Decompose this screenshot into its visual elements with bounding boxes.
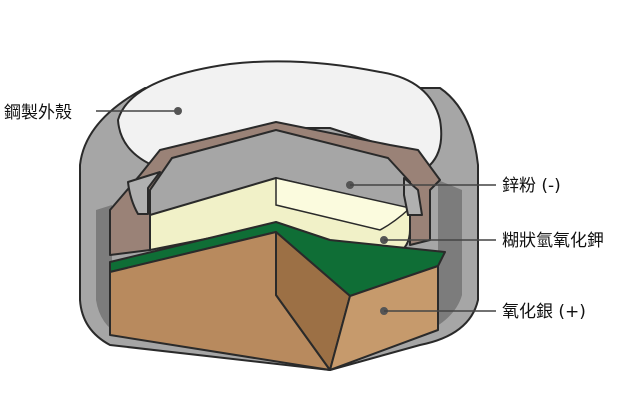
silver-oxide-label: 氧化銀 (+) [502,302,586,322]
gasket-right [403,177,423,216]
zinc-powder-label: 鋅粉 (-) [502,176,561,196]
steel-casing-label: 鋼製外殼 [4,103,72,123]
silver-oxide-front-face [329,265,439,371]
label-silver-oxide: 氧化銀 (+) [380,302,586,322]
label-paste-koh: 糊狀氫氧化鉀 [380,231,604,251]
label-steel-casing: 鋼製外殼 [4,103,182,123]
steel-casing-dot [174,107,182,115]
paste-koh-label: 糊狀氫氧化鉀 [502,231,604,251]
label-zinc-powder: 鋅粉 (-) [346,176,561,196]
zinc-powder-layer [109,121,441,256]
gasket-left [127,171,161,215]
